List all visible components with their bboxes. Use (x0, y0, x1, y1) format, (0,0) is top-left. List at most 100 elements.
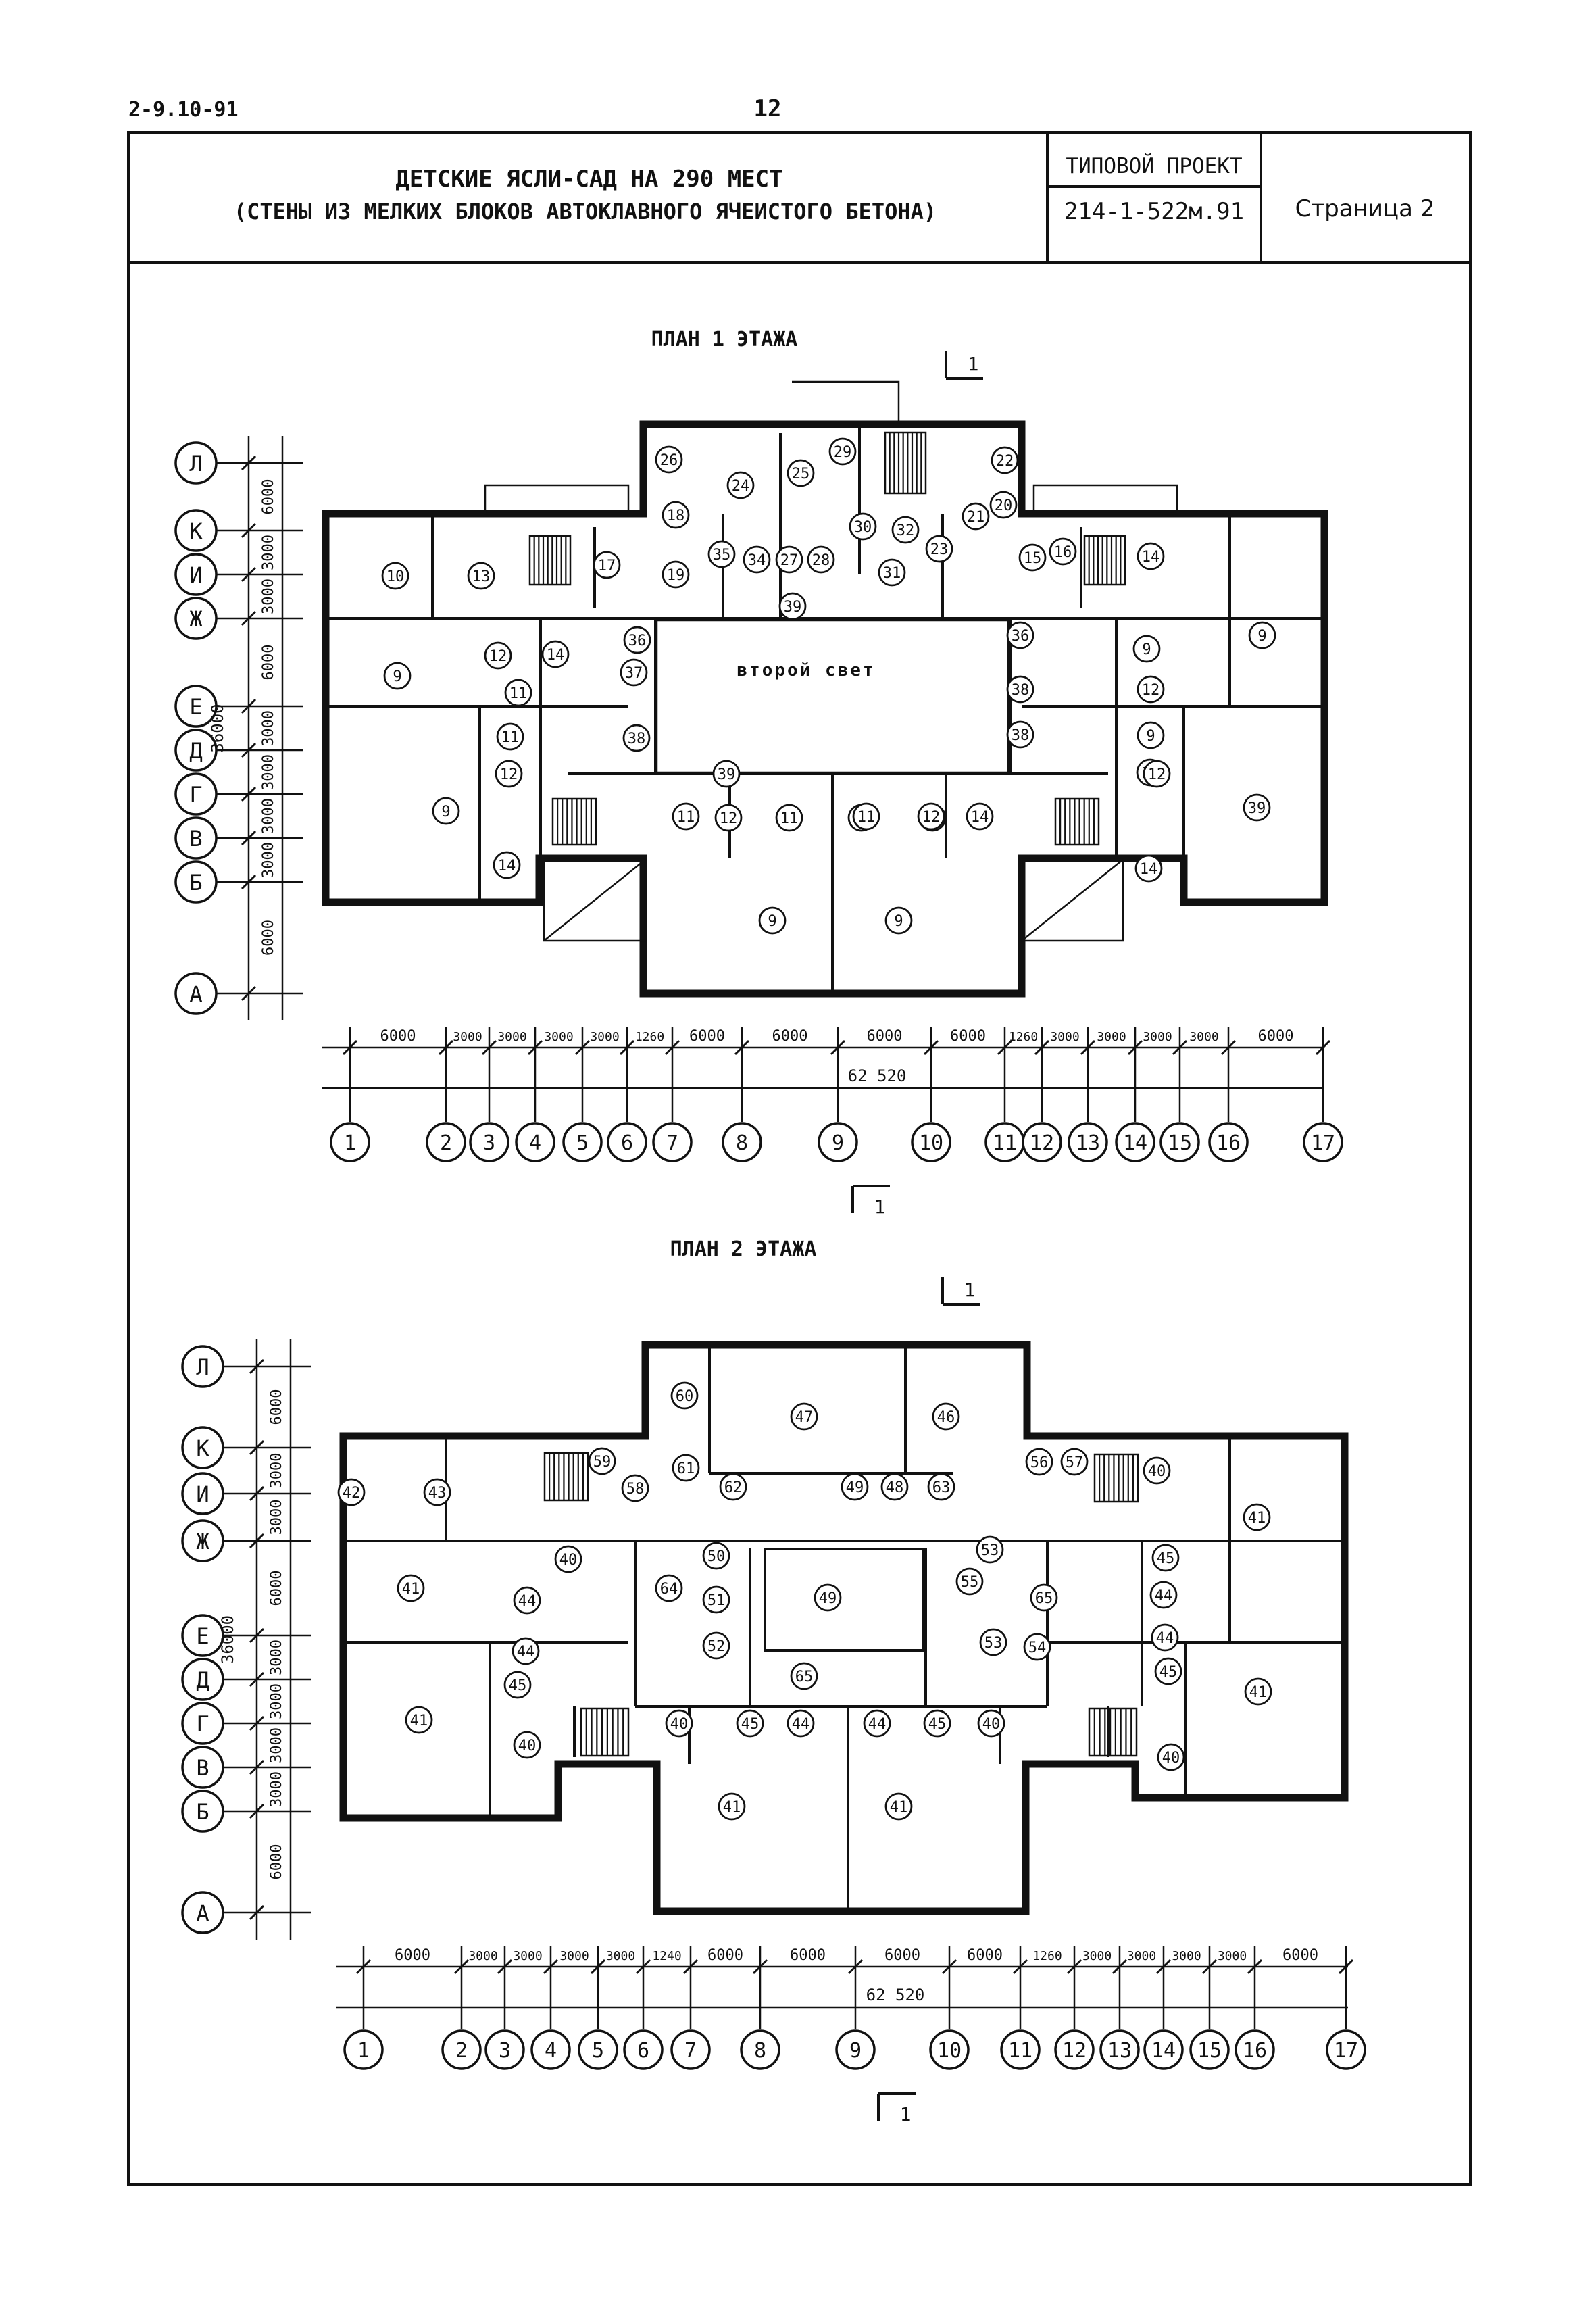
column-total-dimension: 62 520 (848, 1066, 907, 1085)
row-axis-circle (181, 1658, 224, 1701)
room-number: 16 (1054, 544, 1072, 561)
dimension-tick (527, 1039, 543, 1056)
room-marker: 12 (714, 804, 743, 832)
column-axis-label: 8 (754, 2039, 766, 2063)
room-marker: 18 (662, 501, 690, 529)
room-marker: 40 (977, 1709, 1005, 1738)
column-axis-label: 16 (1243, 2039, 1267, 2063)
room-number: 43 (428, 1485, 447, 1502)
room-number-circle (714, 804, 743, 832)
section-mark-label: 1 (968, 353, 979, 375)
room-number-circle (397, 1574, 425, 1602)
room-number-circle (405, 1706, 433, 1734)
room-number-circle (932, 1402, 960, 1431)
room-number-circle (979, 1628, 1007, 1656)
room-number-circle (1244, 1677, 1272, 1706)
row-dimension: 3000 (260, 535, 277, 570)
dimension-tick (241, 742, 257, 758)
row-axis-label: Ж (189, 606, 203, 632)
column-axis-label: 12 (1062, 2039, 1087, 2063)
room-marker: 14 (493, 851, 521, 879)
room-number: 12 (489, 648, 507, 665)
room-marker: 36 (1006, 621, 1034, 649)
dimension-tick (497, 1959, 513, 1975)
room-number: 12 (922, 809, 941, 826)
dimension-tick (997, 1039, 1013, 1056)
room-number-circle (989, 491, 1018, 519)
room-number: 60 (676, 1388, 694, 1405)
room-number: 58 (626, 1481, 645, 1498)
dimension-tick (1201, 1959, 1218, 1975)
column-axis-circle (607, 1122, 647, 1162)
dimension-tick (543, 1959, 559, 1975)
column-dimension: 6000 (395, 1947, 430, 1964)
row-dimension: 3000 (268, 1683, 285, 1719)
section-mark: 1 (877, 2092, 916, 2125)
dimension-tick (1220, 1039, 1237, 1056)
room-marker: 41 (397, 1574, 425, 1602)
room-number: 41 (1248, 1510, 1266, 1527)
room-number-circle (702, 1631, 730, 1660)
room-number-circle (1137, 542, 1165, 570)
room-number-circle (484, 641, 512, 670)
column-axis-circle (530, 2029, 571, 2070)
column-axis-label: 3 (499, 2039, 511, 2063)
room-marker: 47 (790, 1402, 818, 1431)
room-marker: 65 (1030, 1583, 1058, 1612)
room-marker: 24 (726, 471, 755, 499)
column-axis-label: 2 (440, 1131, 452, 1155)
column-axis-circle (330, 1122, 370, 1162)
row-dimension: 3000 (268, 1500, 285, 1535)
room-marker: 44 (1149, 1581, 1178, 1609)
room-number-circle (976, 1535, 1004, 1564)
column-dimension: 3000 (1050, 1030, 1079, 1044)
room-marker: 22 (991, 446, 1019, 474)
room-number-circle (1151, 1544, 1180, 1572)
column-axis-label: 12 (1030, 1131, 1054, 1155)
dimension-tick (830, 1039, 846, 1056)
row-dimension: 6000 (260, 645, 277, 681)
room-number-circle (1154, 1657, 1182, 1685)
entrance-ramp (1020, 858, 1124, 942)
room-marker: 26 (655, 445, 683, 474)
column-dimension: 6000 (884, 1947, 920, 1964)
dimension-tick (847, 1959, 864, 1975)
dimension-tick (342, 1039, 358, 1056)
room-number-circle (541, 640, 570, 668)
column-axis-circle (578, 2029, 618, 2070)
dimension-tick (1066, 1959, 1082, 1975)
column-dimension: 6000 (772, 1028, 808, 1045)
column-axis-circle (818, 1122, 858, 1162)
room-number-circle (790, 1402, 818, 1431)
column-axis-circle (1099, 2029, 1140, 2070)
room-number: 42 (343, 1485, 361, 1502)
column-axis-circle (426, 1122, 466, 1162)
column-dimension: 6000 (867, 1028, 903, 1045)
room-number: 11 (677, 809, 695, 826)
room-number-circle (593, 551, 621, 579)
room-number-circle (1132, 635, 1161, 663)
room-number: 51 (707, 1592, 726, 1609)
column-dimension: 3000 (559, 1949, 589, 1963)
dimension-tick (241, 698, 257, 714)
room-number: 35 (713, 547, 731, 564)
column-axis-circle (740, 2029, 780, 2070)
room-number: 14 (498, 858, 516, 875)
ramp-outline (1020, 858, 1124, 942)
dimension-tick (1155, 1959, 1172, 1975)
project-number: 214-1-522м.91 (1064, 198, 1244, 225)
column-axis-label: 10 (919, 1131, 943, 1155)
room-number-circle (828, 437, 857, 466)
column-axis-circle (1022, 1122, 1062, 1162)
room-number: 54 (1028, 1640, 1047, 1656)
column-dimension: 6000 (790, 1947, 826, 1964)
row-axis-label: Е (196, 1623, 209, 1649)
title-line-2: (СТЕНЫ ИЗ МЕЛКИХ БЛОКОВ АВТОКЛАВНОГО ЯЧЕ… (234, 199, 937, 224)
room-marker: 14 (541, 640, 570, 668)
room-marker: 41 (1243, 1503, 1271, 1531)
column-dimension: 6000 (1258, 1028, 1294, 1045)
column-dimension: 1260 (1032, 1949, 1062, 1963)
room-number-circle (775, 545, 803, 574)
column-axis-label: 1 (357, 2039, 370, 2063)
room-number-circle (513, 1731, 541, 1759)
